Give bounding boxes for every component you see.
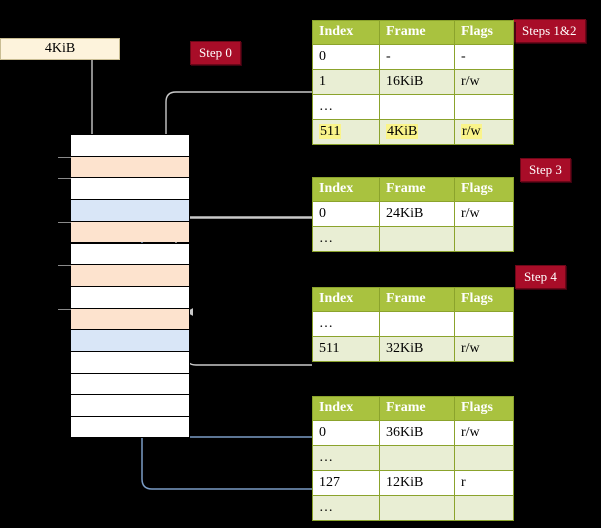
cell-flags: - (454, 44, 514, 70)
memory-frame-row (58, 264, 190, 286)
cell-index: 511 (312, 119, 380, 145)
cell-frame: 4KiB (379, 119, 455, 145)
cell-index: 0 (312, 44, 380, 70)
memory-frame-row (70, 351, 190, 373)
memory-row-tick (58, 308, 71, 310)
table-row[interactable]: … (312, 445, 514, 471)
physical-memory-column (58, 134, 190, 438)
memory-frame-row (58, 220, 190, 243)
cell-flags (454, 94, 514, 120)
table-row[interactable]: … (312, 94, 514, 120)
cell-flags (454, 445, 514, 471)
table-row[interactable]: … (312, 495, 514, 521)
cell-frame (379, 445, 455, 471)
source-frame-label: 4KiB (44, 41, 76, 56)
table-row[interactable]: … (312, 226, 514, 252)
column-header-frame: Frame (379, 396, 455, 421)
cell-frame: 12KiB (379, 470, 455, 496)
column-header-index: Index (312, 287, 380, 312)
table-row[interactable]: 0-- (312, 44, 514, 70)
source-frame-box: 4KiB (0, 38, 120, 60)
memory-frame-row (70, 242, 190, 265)
cell-flags: r (454, 470, 514, 496)
cell-index: 1 (312, 69, 380, 95)
cell-frame: - (379, 44, 455, 70)
cell-flags: r/w (454, 336, 514, 362)
wire-table3-to-memory (185, 308, 312, 366)
cell-index: … (312, 311, 380, 337)
cell-flags: r/w (454, 420, 514, 446)
memory-frame-row (70, 285, 190, 308)
column-header-frame: Frame (379, 20, 455, 45)
memory-row-tick (58, 265, 71, 267)
column-header-flags: Flags (454, 287, 514, 312)
column-header-index: Index (312, 177, 380, 202)
cell-index: 127 (312, 470, 380, 496)
memory-frame-row (70, 416, 190, 438)
column-header-index: Index (312, 396, 380, 421)
cell-index: 511 (312, 336, 380, 362)
cell-index: 0 (312, 201, 380, 227)
memory-frame-row (70, 134, 190, 156)
column-header-index: Index (312, 20, 380, 45)
cell-index: … (312, 94, 380, 120)
cell-frame: 36KiB (379, 420, 455, 446)
cell-frame (379, 226, 455, 252)
cell-frame: 32KiB (379, 336, 455, 362)
memory-frame-row (58, 177, 190, 200)
memory-row-tick (58, 156, 71, 158)
wire-table2-to-memory (175, 217, 312, 252)
badge-step-4: Step 4 (515, 265, 566, 289)
memory-frame-row (58, 155, 190, 178)
badge-step-3: Step 3 (520, 158, 571, 182)
cell-flags (454, 311, 514, 337)
cell-frame (379, 94, 455, 120)
column-header-flags: Flags (454, 177, 514, 202)
badge-step-0: Step 0 (190, 41, 241, 65)
cell-index: … (312, 226, 380, 252)
cell-flags (454, 495, 514, 521)
cell-frame: 16KiB (379, 69, 455, 95)
cell-flags: r/w (454, 201, 514, 227)
column-header-flags: Flags (454, 20, 514, 45)
memory-frame-row (70, 199, 190, 221)
cell-index: … (312, 445, 380, 471)
cell-index: 0 (312, 420, 380, 446)
column-header-frame: Frame (379, 177, 455, 202)
badge-steps-1-2: Steps 1&2 (513, 19, 586, 43)
cell-index: … (312, 495, 380, 521)
memory-frame-row (70, 394, 190, 417)
cell-frame (379, 495, 455, 521)
cell-flags: r/w (454, 119, 514, 145)
column-header-frame: Frame (379, 287, 455, 312)
memory-frame-row (58, 307, 190, 330)
memory-frame-row (70, 372, 190, 395)
cell-flags: r/w (454, 69, 514, 95)
cell-frame (379, 311, 455, 337)
cell-frame: 24KiB (379, 201, 455, 227)
column-header-flags: Flags (454, 396, 514, 421)
cell-flags (454, 226, 514, 252)
table-row[interactable]: … (312, 311, 514, 337)
memory-frame-row (70, 329, 190, 351)
memory-row-tick (58, 178, 71, 180)
memory-row-tick (58, 221, 71, 223)
